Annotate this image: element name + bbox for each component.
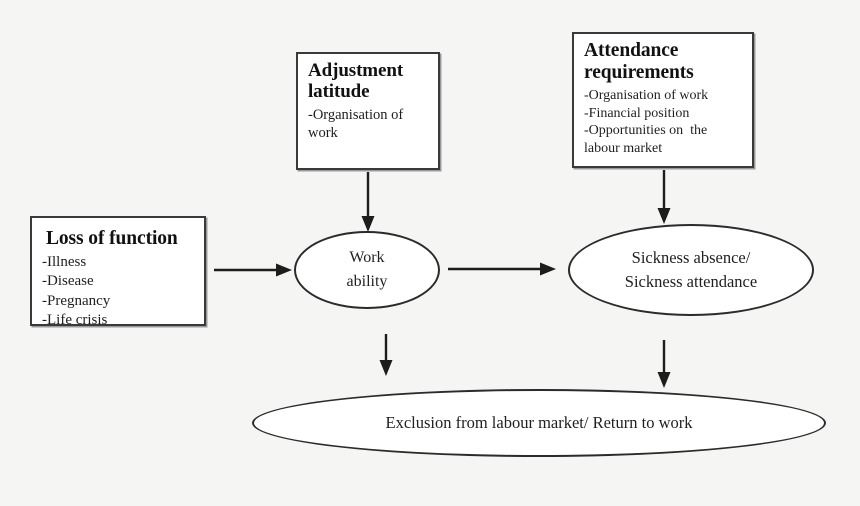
list-item: -Organisation of xyxy=(308,106,404,123)
arrow-work-ability-to-sickness xyxy=(448,257,558,281)
node-adjustment-latitude: Adjustment latitude -Organisation of wor… xyxy=(296,52,440,170)
node-work-ability-label: Work ability xyxy=(346,249,388,290)
arrow-work-ability-to-exclusion xyxy=(375,334,397,378)
node-sickness-label: Sickness absence/ Sickness attendance xyxy=(624,248,758,291)
node-sickness: Sickness absence/ Sickness attendance xyxy=(568,224,814,316)
node-adjustment-latitude-items: -Organisation of work xyxy=(308,106,429,143)
list-item: -Financial position xyxy=(584,105,690,121)
node-exclusion: Exclusion from labour market/ Return to … xyxy=(252,389,826,457)
list-item: work xyxy=(308,124,338,141)
list-item: -Illness xyxy=(42,253,87,270)
node-loss-of-function: Loss of function -Illness -Disease -Preg… xyxy=(30,216,206,328)
node-loss-of-function-title: Loss of function xyxy=(46,228,178,249)
node-loss-of-function-items: -Illness -Disease -Pregnancy -Life crisi… xyxy=(42,253,195,331)
list-item: -Organisation of work xyxy=(584,87,709,103)
node-work-ability: Work ability xyxy=(294,231,440,309)
list-item: -Disease xyxy=(42,273,94,290)
node-exclusion-label: Exclusion from labour market/ Return to … xyxy=(385,413,693,433)
node-attendance-requirements-title: Attendance requirements xyxy=(584,40,694,83)
arrow-adjustment-to-work-ability xyxy=(357,172,379,234)
list-item: labour market xyxy=(584,141,663,157)
list-item: -Life crisis xyxy=(42,312,108,329)
arrow-loss-to-work-ability xyxy=(214,258,294,282)
node-adjustment-latitude-title: Adjustment latitude xyxy=(308,60,404,103)
arrow-sickness-to-exclusion xyxy=(653,340,675,390)
list-item: -Pregnancy xyxy=(42,292,111,309)
arrow-attendance-to-sickness xyxy=(653,170,675,226)
list-item: -Opportunities on the xyxy=(584,123,708,139)
node-attendance-requirements: Attendance requirements -Organisation of… xyxy=(572,32,754,168)
node-attendance-requirements-items: -Organisation of work -Financial positio… xyxy=(584,87,743,159)
